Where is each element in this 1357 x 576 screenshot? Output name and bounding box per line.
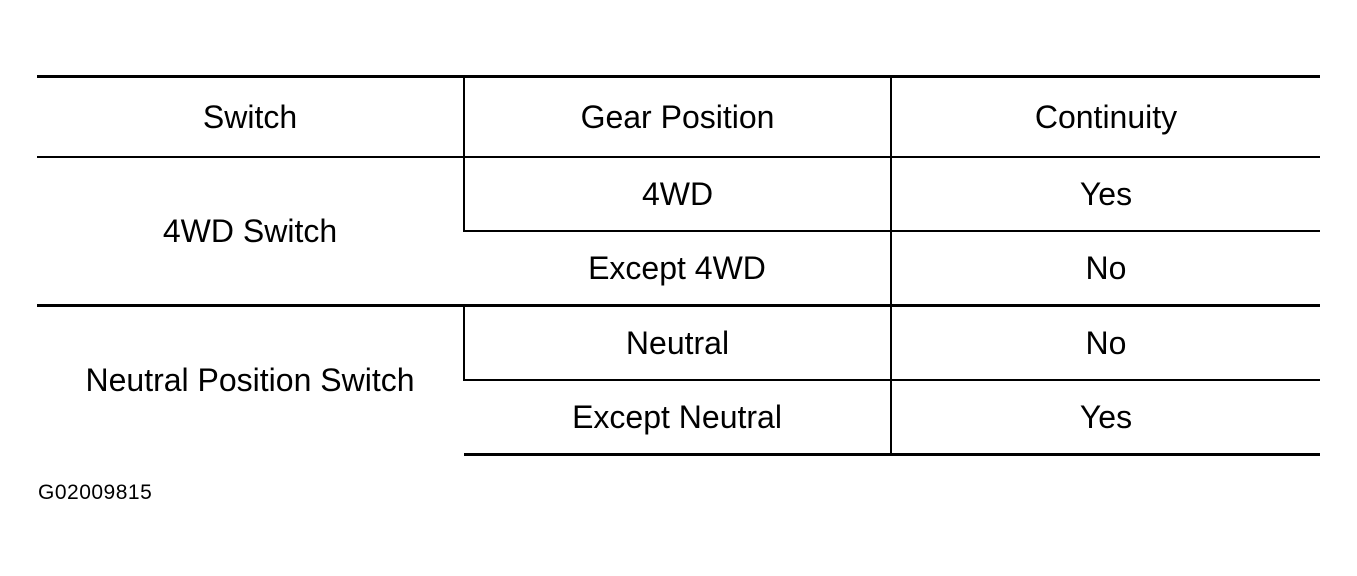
header-row: Switch Gear Position Continuity <box>37 75 1320 158</box>
switch-cell: 4WD Switch <box>37 156 464 307</box>
gear-position-cell: Neutral <box>463 304 891 380</box>
continuity-cell: No <box>890 230 1320 307</box>
gear-position-cell: Except Neutral <box>464 379 891 456</box>
continuity-cell: No <box>890 304 1320 380</box>
continuity-cell: Yes <box>890 156 1320 231</box>
header-switch: Switch <box>37 75 464 158</box>
table-row: Neutral Position Switch Neutral No <box>37 304 1320 455</box>
gear-position-cell: Except 4WD <box>464 230 891 307</box>
switch-cell: Neutral Position Switch <box>37 304 464 455</box>
table-row: 4WD Switch 4WD Yes <box>37 156 1320 307</box>
gear-position-cell: 4WD <box>463 156 891 231</box>
continuity-table: Switch Gear Position Continuity 4WD Swit… <box>37 75 1320 456</box>
figure-id: G02009815 <box>38 481 153 504</box>
header-gear-position: Gear Position <box>463 75 891 158</box>
table-row: Except 4WD No <box>37 230 1320 307</box>
table-row: Except Neutral Yes <box>37 379 1320 456</box>
header-continuity: Continuity <box>890 75 1320 158</box>
continuity-cell: Yes <box>890 379 1320 456</box>
